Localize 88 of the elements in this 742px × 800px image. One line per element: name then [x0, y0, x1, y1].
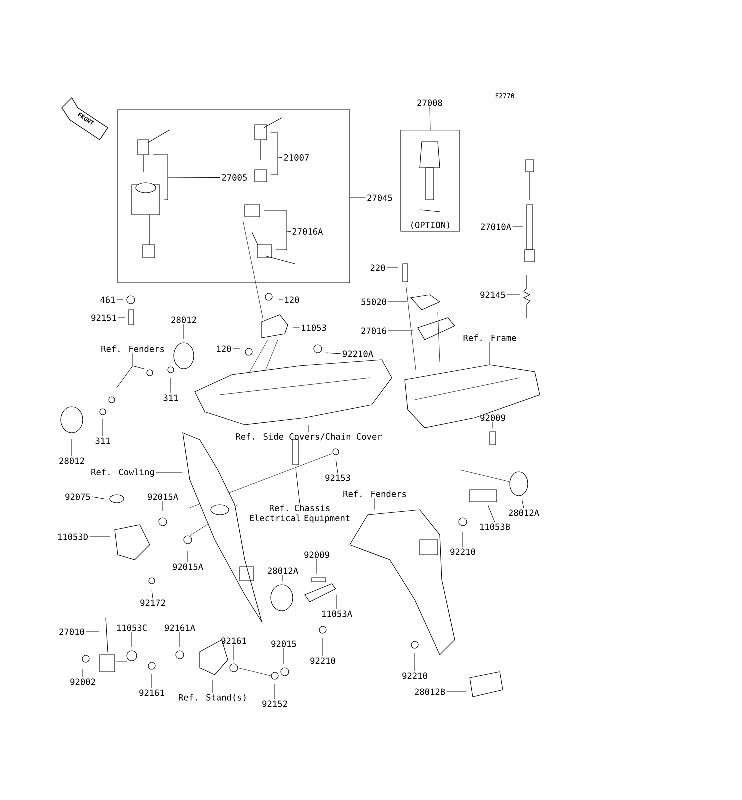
callout-number: 28012A: [268, 568, 298, 574]
leader-line: [82, 668, 84, 678]
leader-line: [492, 422, 494, 428]
callout-number: Ref. Fenders: [344, 490, 406, 498]
callout-number: 92210: [450, 548, 476, 556]
leader-line: [430, 107, 431, 130]
callout-number: 120: [285, 296, 300, 304]
callout-number: 92161A: [165, 624, 196, 632]
callout-number: 11053B: [480, 524, 510, 530]
callout-number: 311: [164, 394, 178, 402]
callout-number: 11053: [302, 324, 326, 332]
leader-line: [156, 472, 183, 474]
callout-number: 220: [370, 264, 386, 272]
callout-number: Ref. Chassis Electrical Equipment: [250, 504, 350, 524]
leader-line: [162, 501, 164, 512]
callout-number: 92075: [66, 494, 90, 500]
leader-line: [274, 684, 276, 700]
leader-line: [414, 652, 416, 672]
leader-line: [336, 458, 338, 474]
callout-number: 27005: [222, 174, 247, 181]
leader-line: [522, 498, 524, 509]
callout-number: 461: [100, 296, 116, 304]
leader-line: [316, 559, 318, 574]
callout-number: 27008: [418, 100, 442, 106]
callout-number: 27016A: [292, 228, 324, 235]
callout-number: 11053A: [322, 610, 352, 618]
side-cover-drawing: [194, 360, 392, 426]
callout-number: 28012: [60, 458, 84, 464]
callout-number: 92009: [304, 552, 330, 558]
callout-number: 92161: [140, 690, 164, 696]
callout-number: 27045: [368, 194, 392, 202]
callout-number: 92015A: [173, 564, 204, 570]
callout-number: 11053D: [58, 534, 88, 540]
leader-line: [322, 638, 324, 657]
leader-line: [374, 498, 376, 510]
callout-number: Ref. Stand(s): [179, 694, 246, 702]
leader-line: [388, 330, 414, 332]
callout-number: 92015A: [148, 494, 178, 500]
callout-number: 28012: [172, 316, 196, 324]
option-box: (OPTION): [400, 130, 460, 232]
leader-line: [282, 575, 284, 582]
leader-line: [270, 132, 283, 176]
leader-line: [232, 348, 240, 350]
leader-line: [488, 504, 496, 523]
callout-number: 92009: [480, 414, 506, 422]
callout-number: 92161: [222, 638, 246, 644]
callout-number: 55020: [362, 298, 386, 306]
leader-line: [102, 418, 104, 437]
callout-number: 11053C: [118, 624, 147, 632]
callout-number: Ref. Cowling: [92, 468, 154, 478]
leader-line: [296, 468, 300, 504]
callout-number: 92151: [92, 314, 116, 322]
callout-number: 92145: [480, 292, 506, 298]
leader-line: [308, 425, 310, 432]
callout-number: 92015: [272, 640, 296, 648]
leader-line: [462, 532, 464, 548]
callout-number: 28012B: [415, 688, 446, 696]
callout-number: 92152: [262, 700, 288, 708]
frame-drawing: [404, 364, 540, 428]
callout-number: 92153: [326, 474, 350, 482]
leader-line: [336, 594, 338, 610]
leader-line: [152, 590, 154, 599]
callout-number: 92002: [70, 678, 96, 686]
kit-frame: [118, 110, 350, 284]
leader-line: [92, 496, 104, 500]
leader-line: [90, 536, 110, 538]
callout-number: Ref. Frame: [464, 334, 516, 342]
leader-line: [512, 226, 524, 228]
callout-number: 92210A: [343, 350, 374, 358]
callout-number: 21007: [284, 154, 309, 161]
callout-number: Ref. Fenders: [102, 346, 164, 352]
leader-line: [507, 294, 520, 296]
leader-line: [116, 353, 144, 388]
leader-line: [152, 154, 221, 200]
callout-number: Ref. Side Covers/Chain Cover: [236, 433, 382, 441]
leader-line: [326, 352, 342, 354]
callout-number: 120: [217, 346, 232, 352]
callout-number: 27016: [362, 328, 386, 334]
callout-number: 28012A: [509, 510, 540, 516]
callout-number: 27010A: [481, 224, 512, 230]
leader-line: [170, 378, 172, 394]
leader-line: [264, 210, 292, 250]
callout-number: 92210: [402, 672, 428, 680]
leader-line: [212, 680, 214, 694]
callout-number: 311: [96, 438, 110, 444]
callout-number: 92172: [140, 600, 166, 606]
callout-number: 92210: [310, 658, 336, 664]
callout-number: 27010: [60, 628, 84, 636]
